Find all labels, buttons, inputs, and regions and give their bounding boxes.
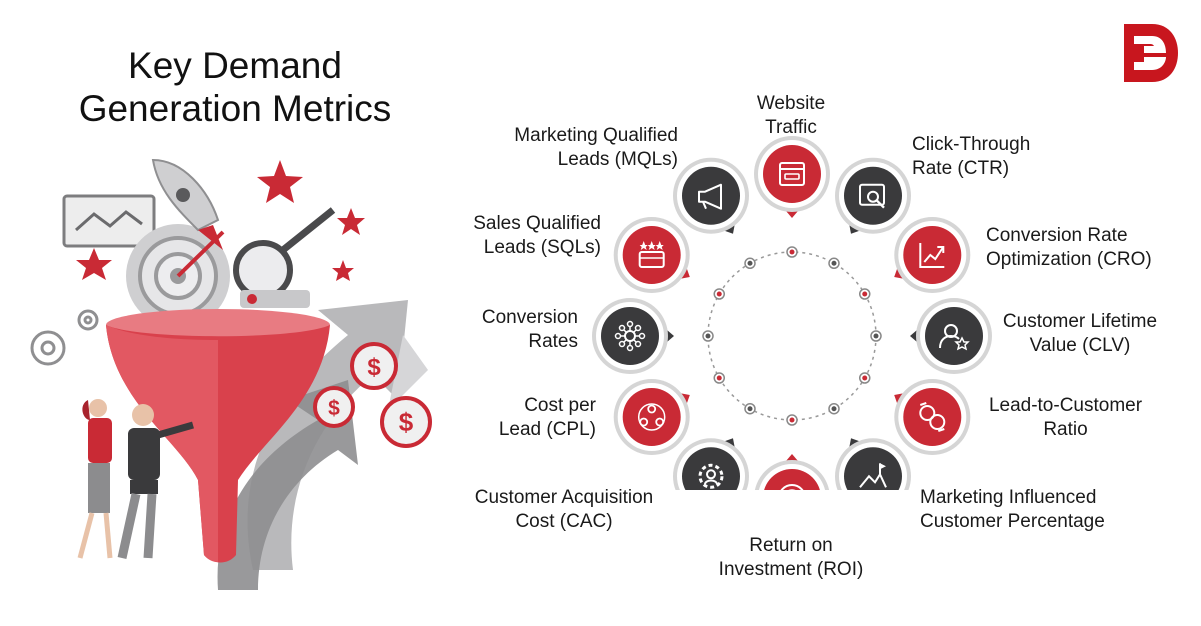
metric-label-website-traffic: Website Traffic <box>756 93 826 138</box>
metric-node-8 <box>613 372 726 455</box>
briefcase-stars-icon <box>638 241 665 268</box>
gear-icon <box>30 309 99 366</box>
title-line-1: Key Demand <box>128 45 342 86</box>
flag-mountain-icon <box>859 463 887 488</box>
connector-dot-core <box>716 291 722 297</box>
node-disc <box>682 166 740 225</box>
metric-label-marketing-influenced: Marketing Influenced Customer Percentage <box>920 487 1105 532</box>
people-exchange-icon <box>919 402 946 432</box>
line-chart-card <box>62 194 156 248</box>
metric-node-7 <box>673 402 756 490</box>
node-disc <box>622 388 681 446</box>
metric-node-10 <box>613 217 726 300</box>
connector-dot-core <box>831 260 837 266</box>
click-search-icon <box>859 183 885 209</box>
dollar-target-icon: $ <box>780 484 804 490</box>
metrics-wheel: $ <box>592 136 992 490</box>
metric-node-6: $ <box>754 414 830 490</box>
connector-dot-core <box>705 333 711 339</box>
metric-node-2 <box>858 217 971 300</box>
node-disc <box>844 166 902 225</box>
metric-label-cpl: Cost per Lead (CPL) <box>498 395 596 440</box>
connector-dot-core <box>789 249 795 255</box>
connector-dot-core <box>716 375 722 381</box>
title-line-2: Generation Metrics <box>78 88 392 129</box>
metric-node-0 <box>754 136 830 258</box>
connector-dot-core <box>747 260 753 266</box>
metric-label-sqls: Sales Qualified Leads (SQLs) <box>473 213 601 258</box>
metric-label-clv: Customer Lifetime Value (CLV) <box>1002 311 1158 356</box>
star-icon <box>76 160 365 281</box>
metric-label-lead-to-customer: Lead-to-Customer Ratio <box>988 395 1143 440</box>
center-dashed-ring <box>707 251 877 421</box>
metric-label-ctr: Click-Through Rate (CTR) <box>912 134 1031 179</box>
metric-label-conversion-rates: Conversion Rates <box>481 307 578 352</box>
growth-chart-icon <box>919 243 945 268</box>
node-disc <box>601 307 659 365</box>
connector-dot-core <box>831 406 837 412</box>
browser-window-icon <box>779 162 805 186</box>
connector-dot-core <box>862 291 868 297</box>
metric-label-cro: Conversion Rate Optimization (CRO) <box>986 225 1152 270</box>
team-circle-icon <box>637 403 666 431</box>
metric-node-5 <box>828 402 911 490</box>
metric-label-mqls: Marketing Qualified Leads (MQLs) <box>514 125 678 170</box>
node-disc <box>682 447 740 490</box>
svg-text:$: $ <box>328 397 340 420</box>
metric-label-roi: Return on Investment (ROI) <box>718 535 864 580</box>
megaphone-icon <box>698 183 722 210</box>
metric-node-3 <box>870 298 992 374</box>
funnel-illustration: $ $ $ <box>30 158 432 590</box>
metric-node-9 <box>592 298 714 374</box>
node-disc <box>764 469 820 490</box>
sales-funnel <box>106 309 330 563</box>
brand-monogram-icon <box>1124 24 1178 82</box>
connector-dot-core <box>873 333 879 339</box>
node-disc <box>903 226 962 284</box>
user-star-icon <box>939 324 970 351</box>
svg-text:$: $ <box>367 354 381 381</box>
people-illustration <box>77 399 194 559</box>
metric-node-1 <box>828 157 911 270</box>
connector-dot-core <box>862 375 868 381</box>
metric-label-cac: Customer Acquisition Cost (CAC) <box>474 487 654 532</box>
svg-text:$: $ <box>399 407 414 437</box>
dollar-coin-icon: $ $ $ <box>313 342 432 448</box>
metric-node-4 <box>858 372 971 455</box>
rocket-icon <box>151 158 223 250</box>
node-disc <box>622 226 681 284</box>
network-nodes-icon <box>614 320 646 352</box>
connector-dot-core <box>747 406 753 412</box>
metric-node-11 <box>673 157 756 270</box>
page-title: Key Demand Generation Metrics <box>40 44 430 130</box>
node-disc <box>844 447 902 490</box>
connector-dot-core <box>789 417 795 423</box>
magnifier-icon <box>233 207 336 308</box>
gear-person-icon <box>698 463 724 489</box>
